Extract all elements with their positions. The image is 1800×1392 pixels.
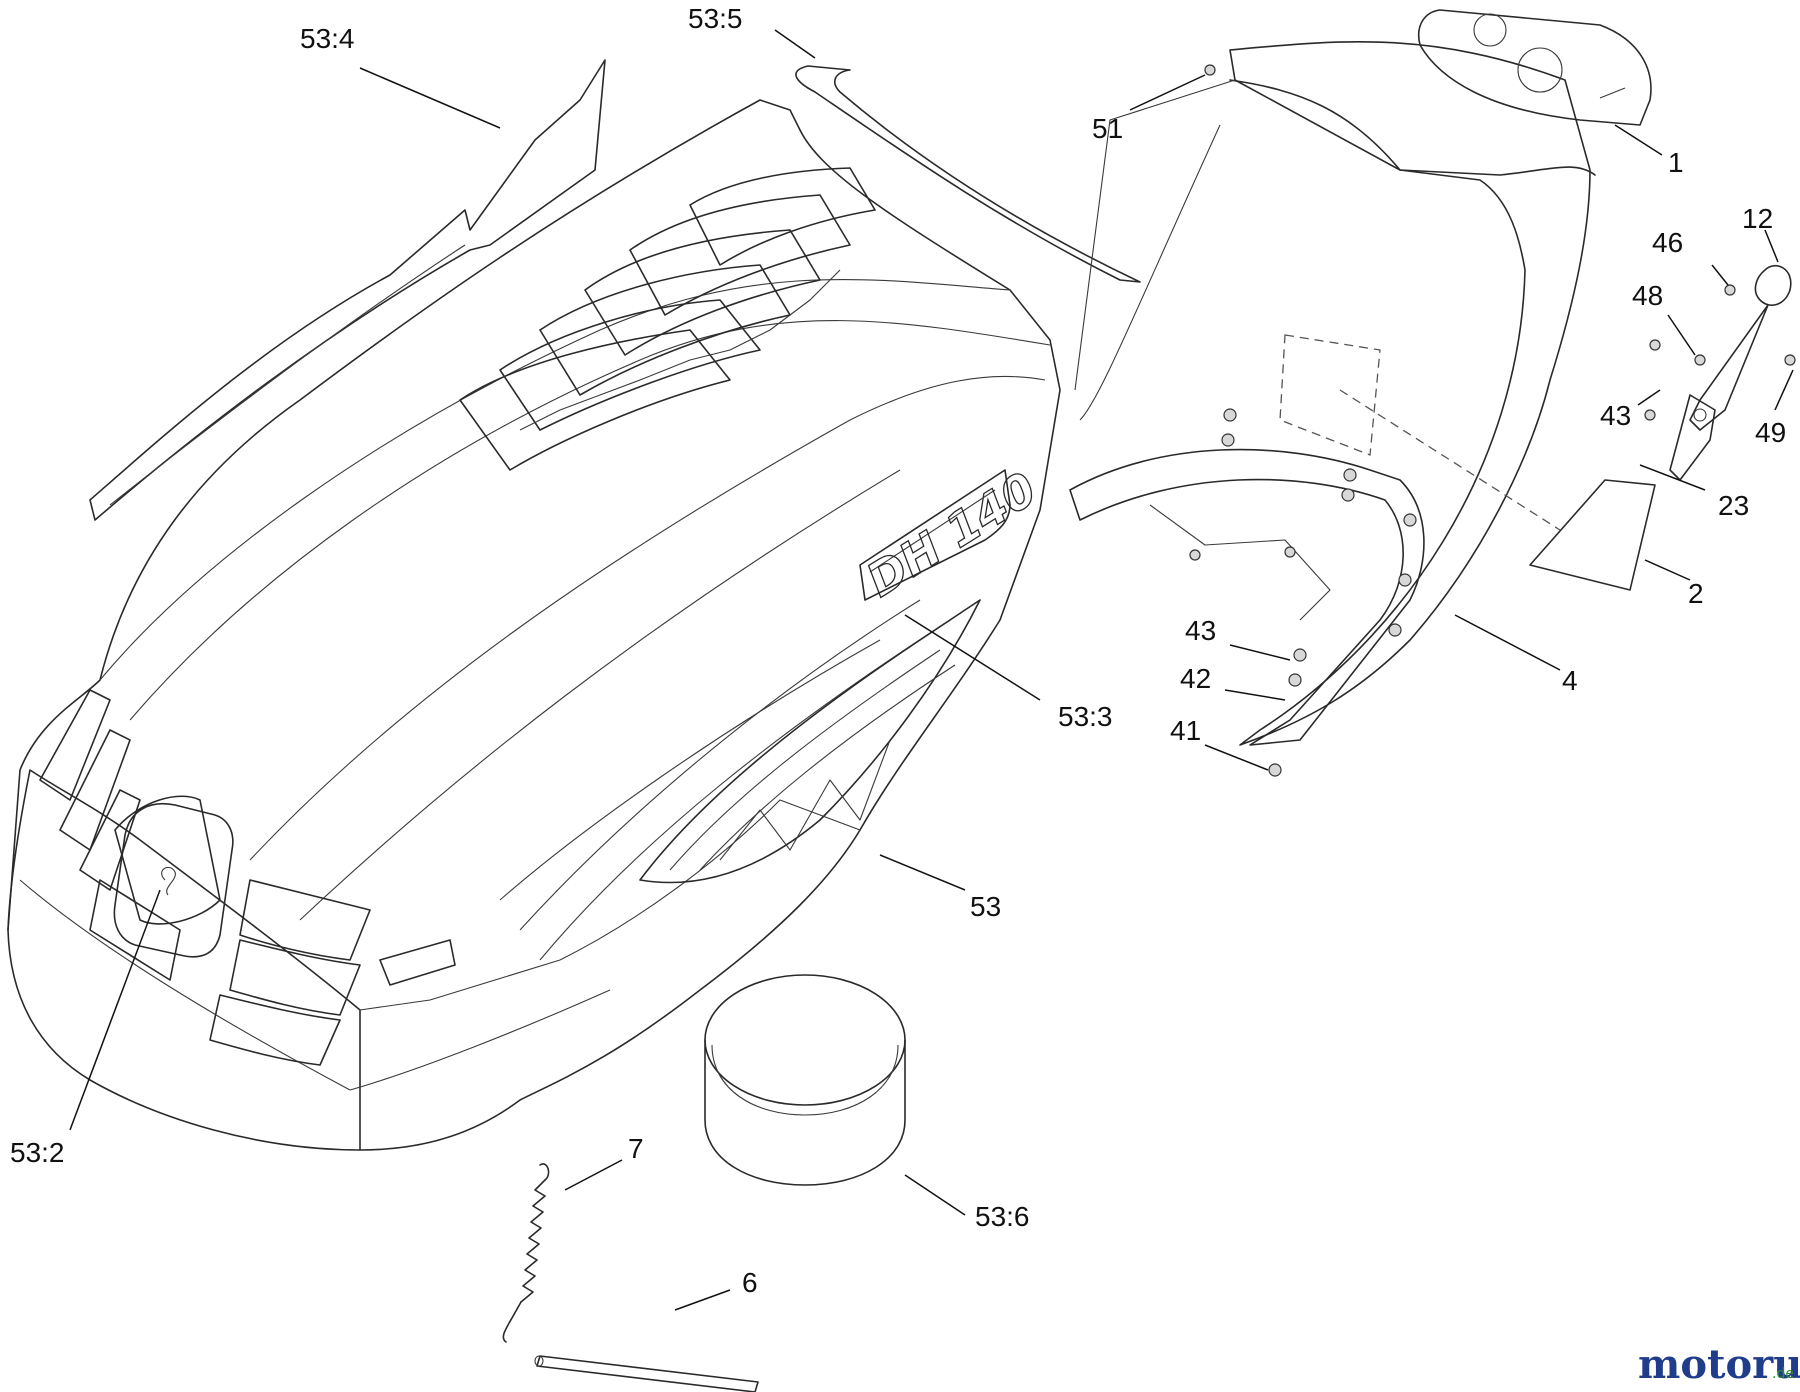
label-43-upper: 43 bbox=[1600, 400, 1631, 431]
label-41: 41 bbox=[1170, 715, 1201, 746]
lever-12-23 bbox=[1669, 265, 1792, 481]
svg-text:motoruf: motoruf bbox=[1638, 1341, 1800, 1388]
hood-vents-top bbox=[459, 167, 876, 471]
part-labels: 53:4 53:5 51 1 12 46 48 43 49 23 2 4 43 … bbox=[10, 3, 1786, 1298]
decal-dh140-53-3: DH 140 bbox=[857, 461, 1047, 608]
label-48: 48 bbox=[1632, 280, 1663, 311]
rear-shroud-4 bbox=[1069, 41, 1596, 746]
hardware-small bbox=[1204, 64, 1796, 777]
trim-strip-53-5 bbox=[795, 65, 1141, 283]
hood-grille-left bbox=[39, 689, 221, 981]
label-4: 4 bbox=[1562, 665, 1578, 696]
label-2: 2 bbox=[1688, 578, 1704, 609]
label-53-4: 53:4 bbox=[300, 23, 355, 54]
label-6: 6 bbox=[742, 1267, 758, 1298]
watermark-logo: motoruf .de bbox=[1638, 1341, 1800, 1388]
label-42: 42 bbox=[1180, 663, 1211, 694]
decal-1 bbox=[1418, 9, 1652, 126]
emblem-53-2 bbox=[113, 803, 234, 958]
hood-53 bbox=[7, 99, 1061, 1151]
leader-lines bbox=[69, 29, 1794, 1311]
label-53-6: 53:6 bbox=[975, 1201, 1030, 1232]
decal-dh140-text: DH 140 bbox=[857, 462, 1046, 608]
decal-strip-53-4 bbox=[89, 59, 606, 521]
hood-grille-right bbox=[209, 879, 456, 1066]
label-7: 7 bbox=[628, 1133, 644, 1164]
spring-7 bbox=[502, 1163, 550, 1343]
label-46: 46 bbox=[1652, 227, 1683, 258]
label-53-2: 53:2 bbox=[10, 1137, 65, 1168]
hood-side-vent bbox=[639, 599, 981, 884]
label-53-3: 53:3 bbox=[1058, 701, 1113, 732]
label-23: 23 bbox=[1718, 490, 1749, 521]
label-49: 49 bbox=[1755, 417, 1786, 448]
label-51: 51 bbox=[1092, 113, 1123, 144]
decal-2 bbox=[1529, 479, 1656, 591]
label-1: 1 bbox=[1668, 147, 1684, 178]
watermark-text: motoruf bbox=[1638, 1341, 1800, 1388]
label-53: 53 bbox=[970, 891, 1001, 922]
rod-6 bbox=[534, 1355, 759, 1392]
label-43-lower: 43 bbox=[1185, 615, 1216, 646]
watermark-tld: .de bbox=[1772, 1366, 1794, 1382]
label-12: 12 bbox=[1742, 203, 1773, 234]
ring-53-6 bbox=[704, 974, 906, 1186]
label-53-5: 53:5 bbox=[688, 3, 743, 34]
